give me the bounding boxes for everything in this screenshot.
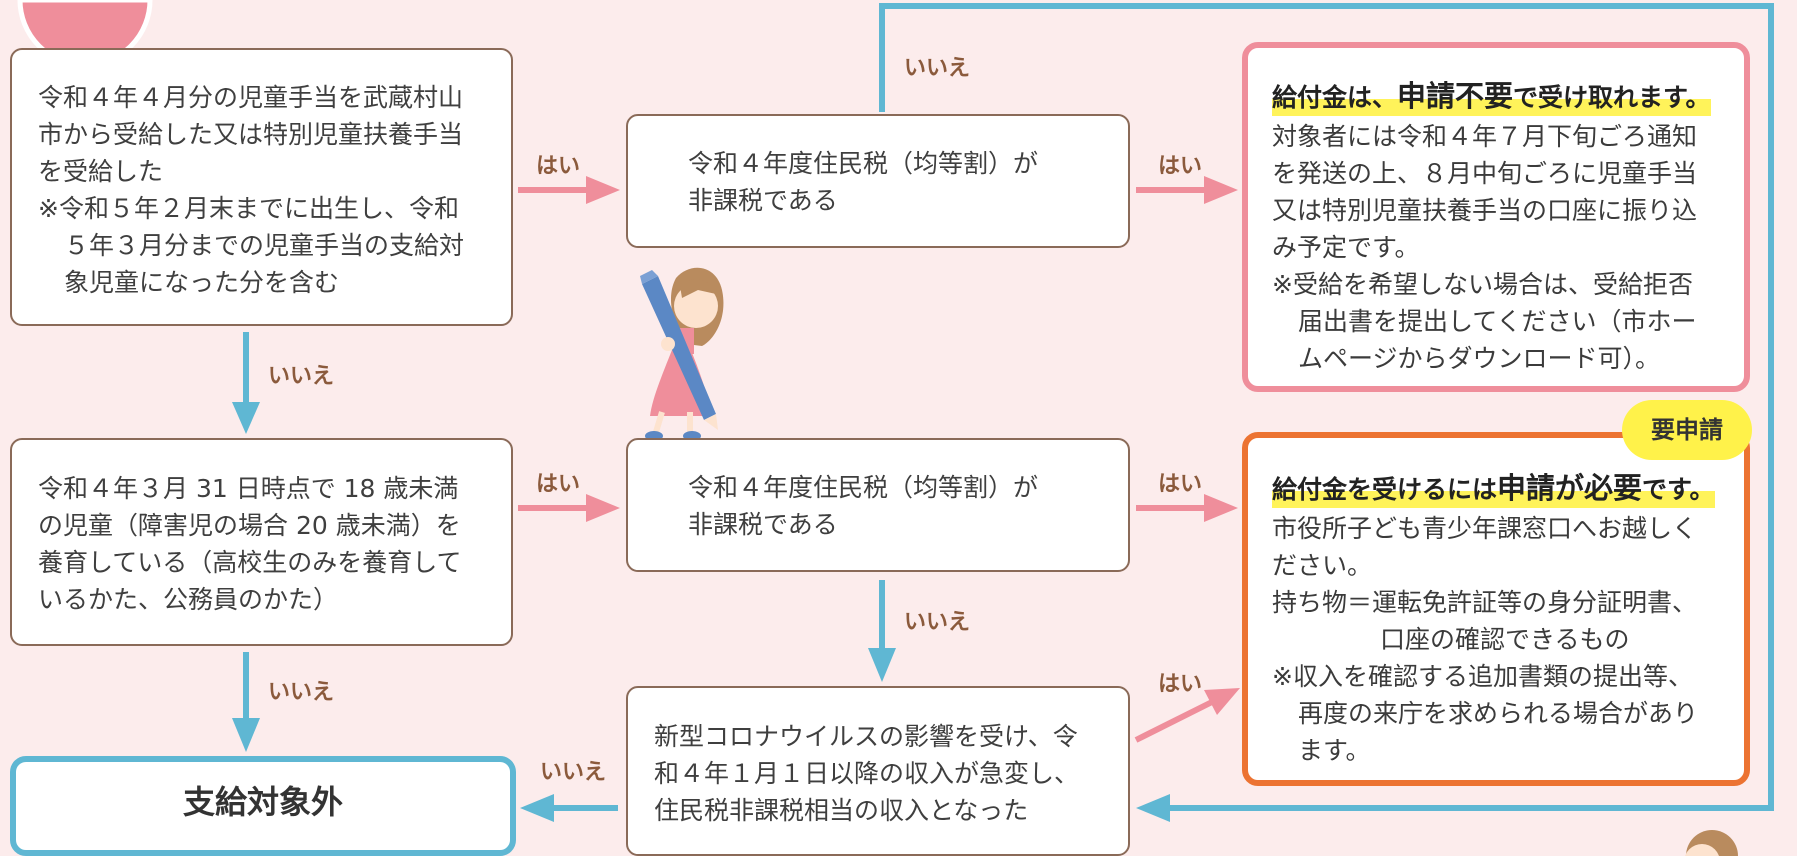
apply-note-1: ※収入を確認する追加書類の提出等、 [1272,662,1693,691]
q2-line-2: の児童（障害児の場合 20 歳未満）を [38,511,461,540]
tax-top-line-2: 非課税である [688,186,838,215]
no-loop-line [879,3,1774,811]
no-apply-note-2: 届出書を提出してください（市ホー [1298,307,1697,336]
covid-line-3: 住民税非課税相当の収入となった [654,796,1029,825]
covid-line-2: 和４年１月１日以降の収入が急変し、 [654,759,1080,788]
question-box-tax-exempt-top: 令和４年度住民税（均等割）が 非課税である [626,114,1130,248]
application-required-badge: 要申請 [1622,400,1752,460]
question-box-tax-exempt-middle: 令和４年度住民税（均等割）が 非課税である [626,438,1130,572]
label-yes-3: はい [536,472,581,497]
label-no-4: いいえ [268,680,335,705]
no-apply-line-1: 対象者には令和４年７月下旬ごろ通知 [1272,122,1698,151]
question-box-covid-income: 新型コロナウイルスの影響を受け、令 和４年１月１日以降の収入が急変し、 住民税非… [626,686,1130,856]
label-yes-1: はい [536,154,581,179]
apply-belongings: 持ち物＝運転免許証等の身分証明書、 [1272,588,1698,617]
label-no-2: いいえ [268,364,335,389]
no-loop-arrowhead [1136,794,1170,822]
question-box-under-18: 令和４年３月 31 日時点で 18 歳未満 の児童（障害児の場合 20 歳未満）… [10,438,513,646]
label-no-3: いいえ [904,610,971,635]
result-application-required: 給付金を受けるには申請が必要です。 市役所子ども青少年課窓口へお越しく ださい。… [1242,432,1750,786]
q1-note-1: ※令和５年２月末までに出生し、令和 [38,194,459,223]
q1-note-3: 象児童になった分を含む [64,268,340,297]
result-no-apply-headline: 給付金は、申請不要で受け取れます。 [1272,78,1722,116]
apply-line-1: 市役所子ども青少年課窓口へお越しく [1272,514,1698,543]
q2-line-1: 令和４年３月 31 日時点で 18 歳未満 [38,474,459,503]
label-yes-2: はい [1158,154,1203,179]
tax-mid-line-2: 非課税である [688,510,838,539]
tax-mid-line-1: 令和４年度住民税（均等割）が [688,473,1039,502]
result-no-application: 給付金は、申請不要で受け取れます。 対象者には令和４年７月下旬ごろ通知 を発送の… [1242,42,1750,392]
label-yes-4: はい [1158,472,1203,497]
apply-line-2: ださい。 [1272,551,1373,580]
no-apply-note-3: ムページからダウンロード可）。 [1298,344,1661,373]
q1-line-3: を受給した [38,157,164,186]
apply-note-3: ます。 [1298,736,1371,765]
result-apply-headline: 給付金を受けるには申請が必要です。 [1272,470,1722,508]
label-no-5: いいえ [540,760,607,785]
no-apply-note-1: ※受給を希望しない場合は、受給拒否 [1272,270,1693,299]
no-apply-line-2: を発送の上、８月中旬ごろに児童手当 [1272,159,1698,188]
apply-note-2: 再度の来庁を求められる場合があり [1298,699,1699,728]
label-yes-5: はい [1158,672,1203,697]
question-box-april-allowance: 令和４年４月分の児童手当を武蔵村山 市から受給した又は特別児童扶養手当 を受給し… [10,48,513,326]
q2-line-3: 養育している（高校生のみを養育して [38,548,462,577]
q2-line-4: いるかた、公務員のかた） [38,585,339,614]
q1-line-2: 市から受給した又は特別児童扶養手当 [38,120,464,149]
apply-belongings-cont: 口座の確認できるもの [1380,625,1630,654]
no-apply-line-3: 又は特別児童扶養手当の口座に振り込 [1272,196,1698,225]
covid-line-1: 新型コロナウイルスの影響を受け、令 [654,722,1078,751]
girl-with-pencil-illustration [640,267,724,441]
q1-line-1: 令和４年４月分の児童手当を武蔵村山 [38,83,464,112]
label-no-1: いいえ [904,56,971,81]
not-eligible-box: 支給対象外 [10,756,516,856]
q1-note-2: ５年３月分までの児童手当の支給対 [64,231,465,260]
tax-top-line-1: 令和４年度住民税（均等割）が [688,149,1039,178]
no-apply-line-4: み予定です。 [1272,233,1420,262]
yes-arrow-5 [1134,699,1214,743]
child-head-illustration [1685,830,1738,856]
